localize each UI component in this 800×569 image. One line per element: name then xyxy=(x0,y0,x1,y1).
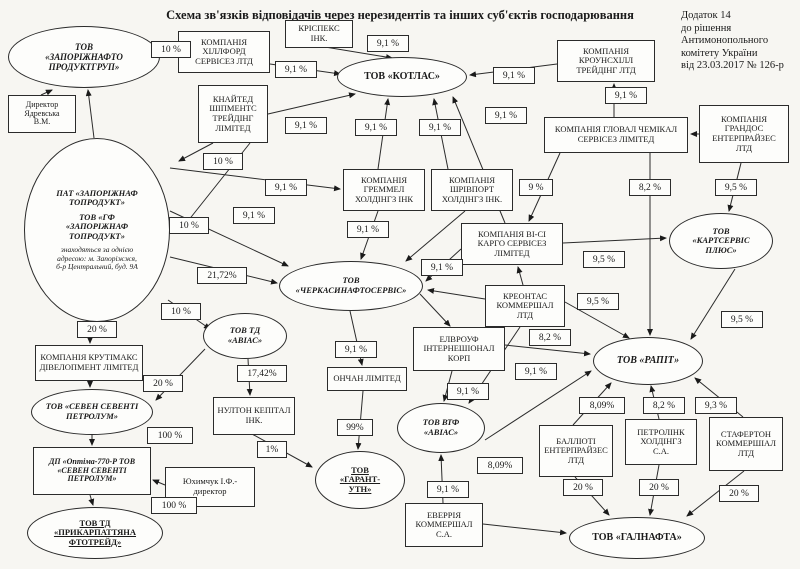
share-label: 9,1 % xyxy=(605,87,647,104)
node-bc-cargo: КОМПАНІЯ ВІ-СІ КАРГО СЕРВІСЕЗ ЛІМІТЕД xyxy=(461,223,563,265)
share-label: 20 % xyxy=(77,321,117,338)
node-ballioti: БАЛЛІОТІ ЕНТЕРПРАЙЗЕС ЛТД xyxy=(539,425,613,477)
share-label: 100 % xyxy=(147,427,193,444)
shared-address-note: знаходяться за однією адресою: м. Запорі… xyxy=(56,245,138,271)
share-label: 9,5 % xyxy=(715,179,757,196)
share-label: 20 % xyxy=(639,479,679,496)
share-label: 8,09% xyxy=(579,397,625,414)
share-label: 20 % xyxy=(143,375,183,392)
page-title: Схема зв'язків відповідачів через нерези… xyxy=(166,8,634,22)
share-label: 9,1 % xyxy=(427,481,469,498)
share-label: 9,1 % xyxy=(355,119,397,136)
node-vtf-avias: ТОВ ВТФ «АВІАС» xyxy=(397,403,485,453)
share-label: 9,1 % xyxy=(285,117,327,134)
node-cherkasynaftoservis: ТОВ «ЧЕРКАСИНАФТОСЕРВІС» xyxy=(279,261,423,311)
share-label: 9,1 % xyxy=(367,35,409,52)
share-label: 99% xyxy=(337,419,373,436)
share-label: 9,5 % xyxy=(721,311,763,328)
node-rapit: ТОВ «РАПІТ» xyxy=(593,337,703,385)
node-gloval-chemical: КОМПАНІЯ ГЛОВАЛ ЧЕМІКАЛ СЕРВІСЕЗ ЛІМІТЕД xyxy=(544,117,688,153)
share-label: 9,1 % xyxy=(233,207,275,224)
node-zaporizhnaftoprodukt-group: ПАТ «ЗАПОРІЖНАФ ТОПРОДУКТ» ТОВ «ГФ «ЗАПО… xyxy=(24,138,170,322)
node-krutimax: КОМПАНІЯ КРУТІМАКС ДІВЕЛОПМЕНТ ЛІМІТЕД xyxy=(35,345,143,381)
node-kreontas: КРЕОНТАС КОММЕРШАЛ ЛТД xyxy=(485,285,565,327)
share-label: 8,09% xyxy=(477,457,523,474)
share-label: 20 % xyxy=(719,485,759,502)
share-label: 9,1 % xyxy=(335,341,377,358)
share-label: 9,3 % xyxy=(695,397,737,414)
share-label: 9,1 % xyxy=(515,363,557,380)
node-yukhymchuk-director: Юхимчук І.Ф.- директор xyxy=(165,467,255,507)
share-label: 9,1 % xyxy=(485,107,527,124)
node-knighted-shipments: КНАЙТЕД ШІПМЕНТС ТРЕЙДІНГ ЛІМІТЕД xyxy=(198,85,268,143)
share-label: 9,1 % xyxy=(275,61,317,78)
share-label: 9,1 % xyxy=(419,119,461,136)
node-seven-seventy-petroleum: ТОВ «СЕВЕН СЕВЕНТІ ПЕТРОЛУМ» xyxy=(31,389,153,435)
share-label: 8,2 % xyxy=(643,397,685,414)
node-zaporizhnaftoproduktgrup: ТОВ «ЗАПОРІЖНАФТО ПРОДУКТГРУП» xyxy=(8,26,160,88)
share-label: 9,1 % xyxy=(347,221,389,238)
share-label: 9,5 % xyxy=(583,251,625,268)
share-label: 9 % xyxy=(519,179,553,196)
node-grandos: КОМПАНІЯ ГРАНДОС ЕНТЕРПРАЙЗЕС ЛТД xyxy=(699,105,789,163)
node-everria: ЕВЕРРІЯ КОММЕРШАЛ С.А. xyxy=(405,503,483,547)
node-kotlas: ТОВ «КОТЛАС» xyxy=(337,57,467,97)
share-label: 9,5 % xyxy=(577,293,619,310)
node-kartservis-plus: ТОВ «КАРТСЕРВІС ПЛЮС» xyxy=(669,213,773,269)
node-hillford: КОМПАНІЯ ХІЛЛФОРД СЕРВІСЕЗ ЛТД xyxy=(178,31,270,73)
node-shrivport: КОМПАНІЯ ШРІВПОРТ ХОЛДІНГЗ ІНК. xyxy=(431,169,513,211)
share-label: 9,1 % xyxy=(493,67,535,84)
node-director-yadrevska: Директор Ядревська В.М. xyxy=(8,95,76,133)
share-label: 9,1 % xyxy=(447,383,489,400)
share-label: 21,72% xyxy=(197,267,247,284)
share-label: 10 % xyxy=(151,41,191,58)
node-pat-zaporizhnaftoprodukt: ПАТ «ЗАПОРІЖНАФ ТОПРОДУКТ» xyxy=(56,187,138,208)
node-elvrouf: ЕЛВРОУФ ІНТЕРНЕШІОНАЛ КОРП xyxy=(413,327,505,371)
node-dp-optima-770r: ДП «Оптіма-770-Р ТОВ «СЕВЕН СЕВЕНТІ ПЕТР… xyxy=(33,447,151,495)
node-petrolink: ПЕТРОЛІНК ХОЛДІНГЗ С.А. xyxy=(625,419,697,465)
node-td-avias: ТОВ ТД «АВІАС» xyxy=(203,313,287,359)
node-gf-zaporizhnaftoprodukt: ТОВ «ГФ «ЗАПОРІЖНАФ ТОПРОДУКТ» xyxy=(65,211,129,241)
share-label: 8,2 % xyxy=(629,179,671,196)
share-label: 10 % xyxy=(161,303,201,320)
node-krispex: КРІСПЕКС ІНК. xyxy=(285,20,353,48)
appendix-annotation: Додаток 14 до рішення Антимонопольного к… xyxy=(681,10,784,72)
node-nulton-capital: НУЛТОН КЕПІТАЛ ІНК. xyxy=(213,397,295,435)
share-label: 20 % xyxy=(563,479,603,496)
node-prykarpattia-naftotrade: ТОВ ТД «ПРИКАРПАТТЯНА ФТОТРЕЙД» xyxy=(27,507,163,559)
node-onchan: ОНЧАН ЛІМІТЕД xyxy=(327,367,407,391)
share-label: 9,1 % xyxy=(421,259,463,276)
node-garant-utn: ТОВ «ГАРАНТ- УТН» xyxy=(315,451,405,509)
share-label: 1% xyxy=(257,441,287,458)
share-label: 17,42% xyxy=(237,365,287,382)
node-crownshill: КОМПАНІЯ КРОУНСХІЛЛ ТРЕЙДІНГ ЛТД xyxy=(557,40,655,82)
node-galnafta: ТОВ «ГАЛНАФТА» xyxy=(569,517,705,559)
node-staferton: СТАФЕРТОН КОММЕРШІАЛ ЛТД xyxy=(709,417,783,471)
share-label: 100 % xyxy=(151,497,197,514)
share-label: 8,2 % xyxy=(529,329,571,346)
share-label: 10 % xyxy=(169,217,209,234)
share-label: 10 % xyxy=(203,153,243,170)
node-gremmel: КОМПАНІЯ ГРЕММЕЛ ХОЛДІНГЗ ІНК xyxy=(343,169,425,211)
share-label: 9,1 % xyxy=(265,179,307,196)
